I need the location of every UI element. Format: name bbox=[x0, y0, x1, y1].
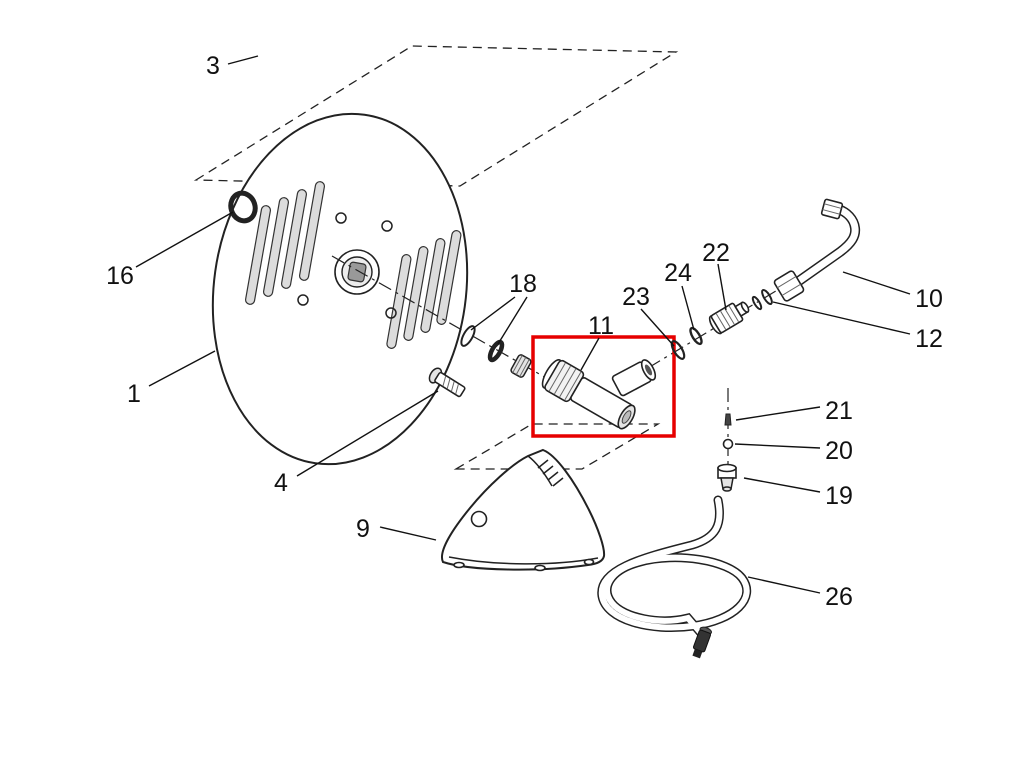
screw-part-4 bbox=[428, 367, 466, 398]
plate-hole bbox=[335, 212, 347, 224]
rings-part-12 bbox=[751, 288, 773, 311]
part-label-9: 9 bbox=[356, 515, 370, 543]
part-label-20: 20 bbox=[825, 437, 853, 465]
part-label-23: 23 bbox=[622, 283, 650, 311]
ball-part-20 bbox=[722, 438, 734, 450]
part-label-18: 18 bbox=[509, 270, 537, 298]
plate-hole bbox=[381, 220, 393, 232]
handle-part-9 bbox=[441, 448, 606, 572]
part-label-11: 11 bbox=[588, 312, 614, 340]
plate-center-hub bbox=[334, 249, 380, 295]
part-label-24: 24 bbox=[664, 259, 692, 287]
tube-end-nut bbox=[820, 198, 844, 220]
part-label-26: 26 bbox=[825, 583, 853, 611]
part-label-1: 1 bbox=[127, 380, 141, 408]
part-label-22: 22 bbox=[702, 239, 730, 267]
coupling-nut bbox=[773, 270, 805, 302]
connector-part-22 bbox=[708, 301, 750, 335]
part-labels: 3 16 1 4 18 11 23 24 22 10 12 21 20 19 2… bbox=[106, 52, 943, 611]
pin-part-21 bbox=[724, 413, 732, 426]
bushing-part-18c bbox=[510, 354, 532, 378]
part-label-4: 4 bbox=[274, 469, 288, 497]
shower-arm-part-10 bbox=[773, 198, 861, 302]
part-label-21: 21 bbox=[825, 397, 853, 425]
washer-part-18a bbox=[460, 325, 476, 347]
cartridge-part-11 bbox=[541, 359, 657, 430]
part-label-10: 10 bbox=[915, 285, 943, 313]
part-label-3: 3 bbox=[206, 52, 220, 80]
escutcheon-plate bbox=[211, 112, 469, 466]
hose-end-fitting bbox=[692, 626, 712, 659]
clip-part-23 bbox=[670, 340, 686, 360]
washer-part-18b bbox=[487, 339, 505, 363]
highlight-box-part-11 bbox=[531, 335, 676, 438]
plate-hole bbox=[385, 307, 397, 319]
part-label-16: 16 bbox=[106, 262, 134, 290]
handle-plane-dashed-outline bbox=[453, 423, 661, 470]
ring-part-24 bbox=[689, 326, 703, 346]
cartridge-outlet-elbow bbox=[611, 359, 657, 397]
fitting-part-19 bbox=[717, 463, 737, 492]
part-label-12: 12 bbox=[915, 325, 943, 353]
leader-lines bbox=[135, 55, 911, 594]
part-label-19: 19 bbox=[825, 482, 853, 510]
hose-part-26 bbox=[597, 495, 752, 659]
plate-hole bbox=[297, 294, 309, 306]
o-ring-part-16 bbox=[228, 190, 258, 224]
